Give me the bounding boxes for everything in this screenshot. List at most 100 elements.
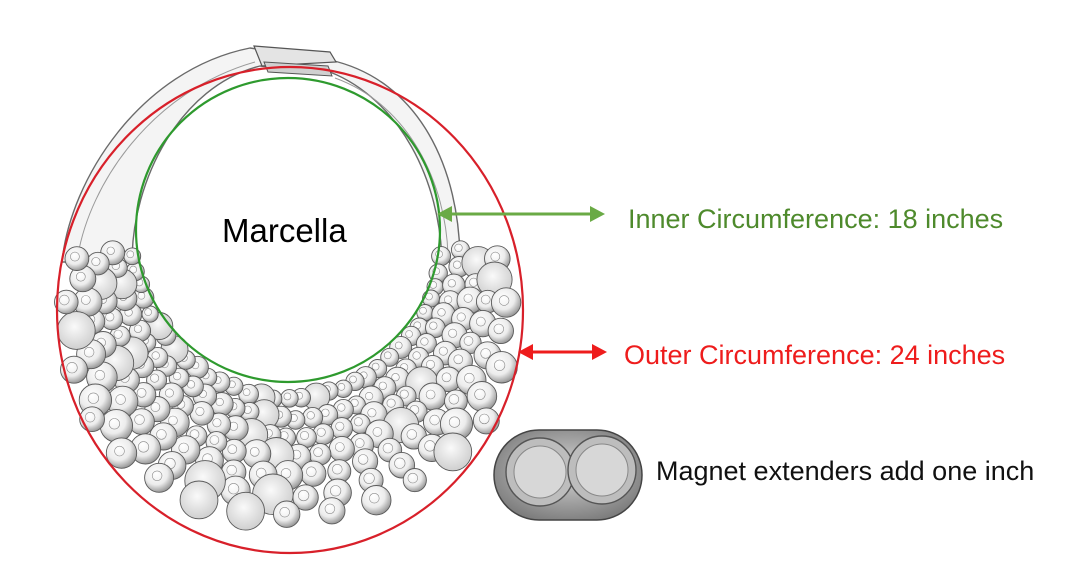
- bead-highlight: [438, 346, 448, 356]
- bead-highlight: [106, 246, 115, 255]
- bead: [431, 246, 452, 267]
- outer-arrow-icon: [518, 344, 607, 360]
- bead-highlight: [456, 312, 466, 322]
- bead-highlight: [365, 392, 374, 401]
- bead-highlight: [425, 389, 436, 400]
- bead: [64, 246, 90, 271]
- bead-highlight: [464, 372, 475, 384]
- bead-highlight: [337, 382, 346, 391]
- bead-highlight: [59, 294, 70, 306]
- bead-highlight: [448, 328, 458, 338]
- bead-highlight: [316, 427, 326, 437]
- bead: [273, 500, 301, 528]
- bead-highlight: [337, 403, 346, 412]
- bead-highlight: [137, 441, 150, 453]
- bead: [433, 432, 473, 472]
- bead-highlight: [480, 348, 491, 359]
- bead-highlight: [453, 354, 464, 365]
- bead-highlight: [425, 359, 435, 369]
- bead: [490, 287, 522, 318]
- bead-highlight: [429, 321, 438, 330]
- bead-highlight: [108, 418, 120, 430]
- bead-highlight: [479, 413, 490, 425]
- bead-highlight: [454, 243, 463, 252]
- bead-highlight: [378, 381, 387, 390]
- inner-circumference-label: Inner Circumference: 18 inches: [628, 204, 1004, 234]
- bead-highlight: [448, 394, 460, 405]
- bead-highlight: [330, 485, 342, 497]
- bead-highlight: [475, 316, 486, 327]
- bead-highlight: [298, 489, 310, 502]
- bead-highlight: [66, 362, 78, 374]
- bead-highlight: [283, 392, 292, 401]
- bead-highlight: [136, 387, 147, 398]
- bead-highlight: [407, 472, 418, 484]
- bead-highlight: [493, 323, 504, 335]
- bead-highlight: [372, 427, 383, 437]
- bead: [280, 389, 299, 408]
- bead-highlight: [367, 408, 377, 418]
- inner-circumference-ring: [134, 76, 442, 384]
- bead: [472, 407, 500, 435]
- bead: [466, 381, 498, 412]
- bead-highlight: [490, 251, 501, 262]
- bead-highlight: [134, 414, 145, 425]
- bead-highlight: [480, 294, 491, 305]
- bead-highlight: [391, 373, 400, 382]
- bead: [318, 497, 346, 525]
- bead-highlight: [228, 483, 240, 495]
- bead-highlight: [474, 388, 486, 400]
- bead: [144, 462, 175, 493]
- bead-highlight: [150, 402, 161, 412]
- bead-highlight: [113, 329, 123, 339]
- magnet-extender-label: Magnet extenders add one inch: [656, 456, 1035, 486]
- bead-highlight: [334, 442, 345, 452]
- magnet-extender-icon: [493, 429, 643, 521]
- necklace-sketch-icon: [54, 45, 522, 531]
- bead-highlight: [306, 411, 315, 420]
- bead-highlight: [70, 251, 80, 262]
- bead-highlight: [419, 306, 427, 315]
- bead: [99, 409, 134, 443]
- bead: [79, 406, 105, 433]
- bead: [179, 480, 219, 520]
- product-name: Marcella: [222, 212, 347, 249]
- bead-highlight: [353, 417, 363, 427]
- bead: [328, 435, 355, 463]
- bead-highlight: [382, 442, 394, 454]
- bead-highlight: [412, 351, 421, 360]
- bead: [402, 468, 427, 493]
- bead-highlight: [168, 415, 178, 426]
- bead-highlight: [279, 507, 290, 518]
- bead: [361, 485, 392, 516]
- bead-highlight: [178, 442, 189, 454]
- bead-highlight: [151, 470, 163, 481]
- bead-highlight: [357, 454, 369, 465]
- bead-highlight: [209, 435, 220, 445]
- bead-highlight: [280, 468, 292, 479]
- bead-highlight: [215, 397, 224, 407]
- bead-highlight: [115, 394, 126, 405]
- bead-highlight: [498, 295, 510, 306]
- bead-highlight: [405, 330, 413, 338]
- bead-highlight: [156, 429, 167, 440]
- bead-highlight: [386, 398, 396, 408]
- bead-highlight: [164, 388, 174, 398]
- bead-highlight: [81, 295, 91, 305]
- outer-circumference-label: Outer Circumference: 24 inches: [624, 340, 1006, 370]
- bead-highlight: [299, 430, 309, 440]
- bead-highlight: [151, 351, 160, 360]
- bead-highlight: [441, 372, 452, 383]
- bead-highlight: [133, 324, 143, 333]
- bead-highlight: [448, 416, 461, 428]
- bead-highlight: [437, 308, 446, 317]
- bead-highlight: [463, 336, 474, 346]
- bead-highlight: [349, 375, 357, 384]
- bead-highlight: [394, 457, 406, 469]
- bead-highlight: [313, 447, 323, 458]
- bead-highlight: [332, 464, 343, 475]
- bead-highlight: [324, 503, 336, 514]
- bead-highlight: [212, 418, 222, 428]
- bead-cluster: [54, 240, 522, 531]
